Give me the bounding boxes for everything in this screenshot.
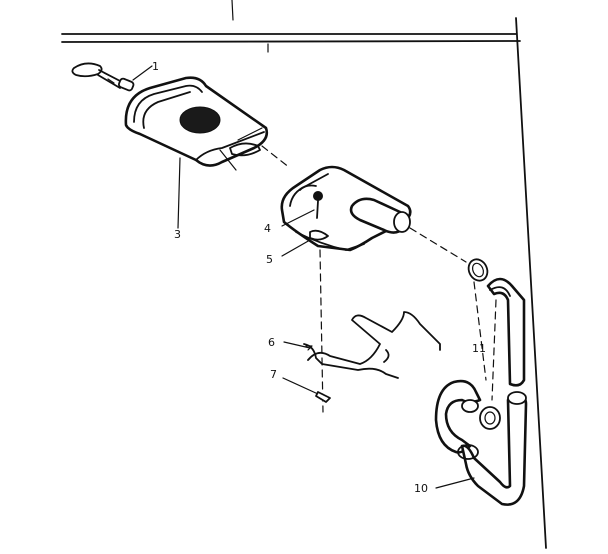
leader-line-1 <box>132 65 153 81</box>
label-part-11: 11 <box>472 342 486 355</box>
leader-line-3 <box>177 157 181 229</box>
top-tick-line <box>231 0 234 21</box>
top-border-line-inner <box>61 40 521 43</box>
part-11-tube <box>467 258 526 401</box>
leader-line-5 <box>281 239 311 257</box>
part-10-u-tube <box>434 379 528 506</box>
part-7-pin <box>282 377 331 403</box>
leader-line-4 <box>281 209 315 227</box>
right-border-line <box>515 17 547 549</box>
leader-line-7 <box>282 377 319 395</box>
part-3-burner <box>124 76 291 229</box>
part-6-wire <box>283 311 441 379</box>
label-part-7: 7 <box>270 368 277 381</box>
part-4-5-burner-base <box>280 165 467 413</box>
part-labels: 1 3 4 5 6 7 10 11 <box>152 60 486 495</box>
label-part-3: 3 <box>174 228 181 241</box>
leader-line-6 <box>283 341 311 349</box>
label-part-4: 4 <box>264 222 271 235</box>
label-part-5: 5 <box>266 253 273 266</box>
label-part-10: 10 <box>414 482 428 495</box>
part-1-knob <box>71 62 153 92</box>
frame-lines <box>61 0 547 549</box>
leader-line-10 <box>435 477 475 489</box>
label-part-1: 1 <box>152 60 159 73</box>
burner-port-pattern <box>179 106 221 134</box>
label-part-6: 6 <box>268 336 275 349</box>
